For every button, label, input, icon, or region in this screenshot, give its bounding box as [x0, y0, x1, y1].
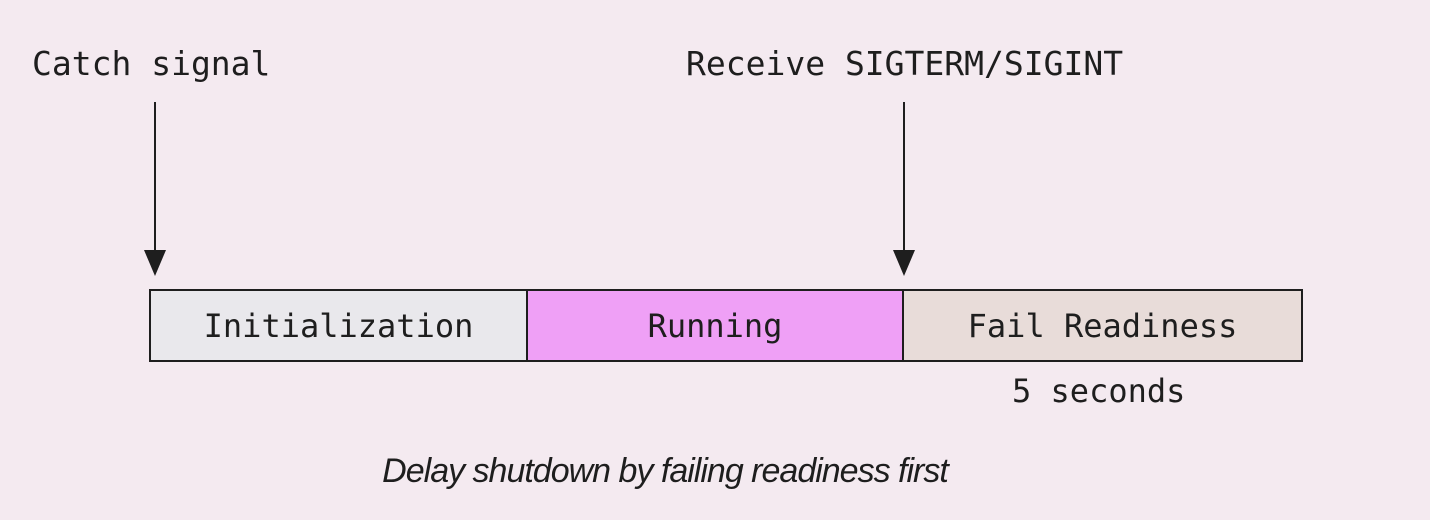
catch-signal-arrow [144, 102, 166, 276]
initialization-segment: Initialization [151, 291, 528, 360]
duration-label: 5 seconds [1012, 372, 1186, 410]
receive-signal-arrow [893, 102, 915, 276]
fail-readiness-segment: Fail Readiness [904, 291, 1301, 360]
diagram-caption: Delay shutdown by failing readiness firs… [382, 452, 949, 490]
lifecycle-timeline: Initialization Running Fail Readiness [149, 289, 1303, 362]
receive-signal-label: Receive SIGTERM/SIGINT [686, 44, 1124, 83]
running-segment: Running [528, 291, 904, 360]
catch-signal-label: Catch signal [32, 44, 271, 83]
